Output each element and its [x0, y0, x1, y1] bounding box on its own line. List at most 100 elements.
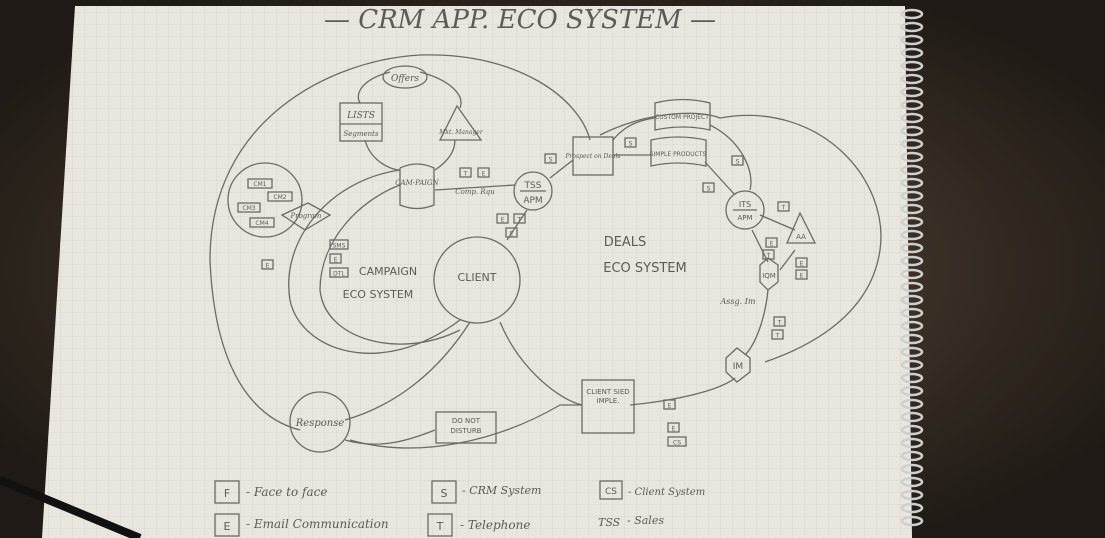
svg-text:CUSTOM PROJECT: CUSTOM PROJECT	[655, 114, 709, 121]
spiral-ring	[900, 372, 924, 384]
channel-tag: T	[762, 249, 775, 260]
svg-text:CM4: CM4	[255, 220, 268, 227]
svg-text:- Email Communication: - Email Communication	[246, 517, 389, 531]
spiral-ring	[900, 138, 924, 150]
svg-text:T: T	[766, 253, 771, 260]
channel-tag: T	[459, 167, 472, 178]
svg-text:CM2: CM2	[273, 194, 286, 201]
svg-text:Offers: Offers	[391, 74, 419, 84]
spiral-ring	[900, 255, 924, 267]
svg-text:E: E	[224, 520, 231, 533]
svg-text:TSS: TSS	[598, 516, 621, 529]
svg-text:T: T	[463, 171, 468, 178]
node-mkt-manager: Mkt. Manager	[438, 104, 484, 141]
node-offers: Offers	[382, 65, 428, 89]
spiral-ring	[900, 437, 924, 449]
spiral-ring	[900, 216, 924, 228]
channel-tag: E	[667, 422, 680, 433]
svg-text:S: S	[441, 487, 448, 500]
spiral-ring	[900, 320, 924, 332]
spiral-ring	[900, 281, 924, 293]
spiral-ring	[900, 86, 924, 98]
legend: F- Face to face S- CRM System CS- Client…	[214, 480, 705, 537]
flow-lines	[209, 54, 882, 449]
svg-text:CLIENT: CLIENT	[458, 271, 497, 284]
spiral-ring	[900, 21, 924, 33]
svg-text:APM: APM	[523, 196, 542, 206]
channel-tag: SMS	[329, 239, 349, 250]
svg-text:SMS: SMS	[333, 243, 346, 250]
svg-text:Response: Response	[295, 418, 345, 429]
node-aa: AA	[786, 211, 817, 244]
spiral-ring	[900, 294, 924, 306]
spiral-ring	[900, 346, 924, 358]
spiral-ring	[900, 229, 924, 241]
svg-text:CS: CS	[673, 440, 681, 447]
channel-tag: E	[329, 253, 342, 264]
node-client: CLIENT	[433, 236, 521, 324]
region-deals-label: DEALS	[604, 235, 647, 250]
svg-text:F: F	[224, 487, 230, 500]
spiral-ring	[900, 398, 924, 410]
spiral-ring	[900, 411, 924, 423]
svg-text:- CRM System: - CRM System	[462, 484, 541, 497]
svg-text:AA: AA	[796, 233, 806, 241]
svg-text:E: E	[672, 426, 676, 433]
svg-text:ITS: ITS	[739, 200, 751, 209]
svg-text:- Client System: - Client System	[628, 487, 705, 498]
region-deals-label-2: ECO SYSTEM	[603, 261, 686, 276]
spiral-ring	[900, 476, 924, 488]
spiral-ring	[900, 99, 924, 111]
spiral-ring	[900, 450, 924, 462]
svg-text:- Telephone: - Telephone	[460, 518, 530, 532]
svg-text:LISTS: LISTS	[346, 111, 375, 121]
channel-tag: E	[765, 237, 778, 248]
channel-tag: DTL	[329, 267, 349, 278]
channel-tag: S	[731, 155, 744, 166]
node-custom-project: CUSTOM PROJECT	[654, 98, 711, 131]
node-tss-apm: TSS APM	[513, 171, 553, 211]
node-programs-group: CM1 CM2 CM3 CM4 Program	[227, 162, 332, 238]
node-client-side-impl: CLIENT SIED IMPLE.	[581, 379, 635, 434]
spiral-ring	[900, 424, 924, 436]
node-im: IM	[725, 347, 751, 383]
svg-text:E: E	[501, 217, 505, 224]
svg-text:T: T	[781, 205, 786, 212]
channel-tag: E	[477, 167, 490, 178]
channel-tag: S	[624, 137, 637, 148]
spiral-ring	[900, 60, 924, 72]
diagram-title: — CRM APP. ECO SYSTEM —	[324, 5, 716, 35]
spiral-ring	[900, 190, 924, 202]
svg-text:CAM-PAIGN: CAM-PAIGN	[395, 179, 439, 187]
channel-tag: S	[702, 182, 715, 193]
spiral-ring	[900, 47, 924, 59]
channel-tag: S	[544, 153, 557, 164]
svg-text:Mkt. Manager: Mkt. Manager	[438, 129, 484, 136]
svg-text:DTL: DTL	[333, 271, 345, 278]
svg-text:APM: APM	[737, 214, 752, 222]
node-its-apm: ITS APM	[725, 190, 765, 230]
svg-text:E: E	[482, 171, 486, 178]
spiral-ring	[900, 125, 924, 137]
edge-label-comp-req: Comp. Rqu	[455, 188, 495, 196]
pencil	[0, 476, 142, 538]
channel-tag: E	[663, 399, 676, 410]
spiral-ring	[900, 177, 924, 189]
svg-text:E: E	[266, 263, 270, 270]
svg-text:Prospect on Deals: Prospect on Deals	[565, 153, 621, 160]
svg-text:T: T	[436, 520, 444, 533]
spiral-ring	[900, 307, 924, 319]
channel-tag: T	[777, 201, 790, 212]
svg-text:E: E	[800, 273, 804, 280]
channel-tag: CS	[667, 436, 687, 447]
svg-text:S: S	[736, 159, 740, 166]
svg-text:- Sales: - Sales	[627, 514, 664, 527]
channel-tag: T	[771, 329, 784, 340]
node-response: Response	[289, 391, 351, 453]
svg-text:IQM: IQM	[762, 272, 776, 280]
svg-text:TSS: TSS	[524, 181, 542, 191]
spiral-ring	[900, 73, 924, 85]
